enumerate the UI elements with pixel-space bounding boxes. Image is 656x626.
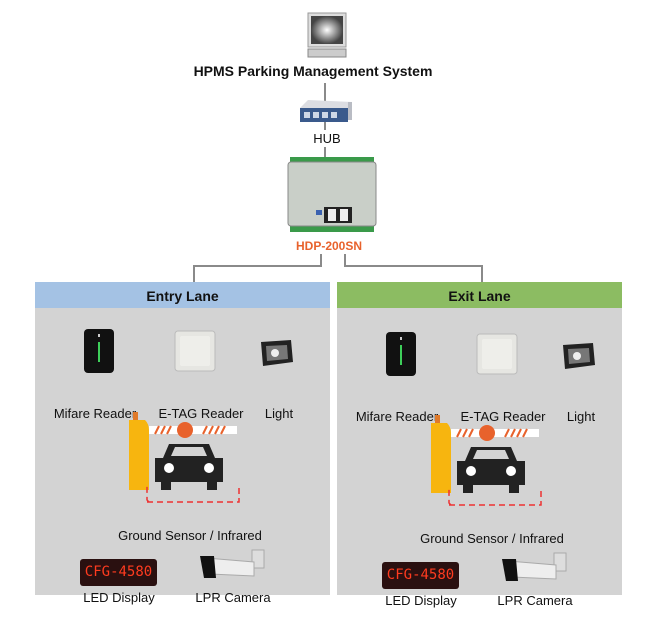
system-title: HPMS Parking Management System (193, 63, 433, 79)
etag-reader-label: E-TAG Reader (158, 406, 244, 421)
led-display-label: LED Display (385, 593, 457, 608)
mifare-reader-icon (84, 329, 114, 373)
barrier-gate-icon (129, 412, 240, 503)
car-icon (155, 444, 223, 490)
lpr-camera-icon (502, 552, 567, 581)
lane-body: Mifare Reader E-TAG Reader Light Ground … (35, 308, 330, 605)
connector-line (320, 254, 322, 266)
connector-line (324, 147, 326, 157)
etag-reader-label: E-TAG Reader (460, 409, 546, 424)
hub-label: HUB (313, 131, 341, 146)
controller-board-icon (287, 157, 377, 232)
connector-line (481, 265, 483, 282)
lane-title: Entry Lane (35, 282, 330, 308)
connector-line (344, 265, 483, 267)
connector-line (344, 254, 346, 266)
connector-line (193, 265, 322, 267)
light-label: Light (566, 409, 596, 424)
ground-sensor-label: Ground Sensor / Infrared (420, 531, 564, 546)
lpr-camera-label: LPR Camera (195, 590, 271, 605)
etag-reader-icon (476, 333, 518, 375)
lpr-camera-icon (200, 549, 265, 578)
monitor-icon (307, 12, 347, 58)
light-label: Light (264, 406, 294, 421)
mifare-reader-label: Mifare Reader (355, 409, 439, 424)
exit-lane-panel: Exit Lane Mifare Reader E-TAG Reader Lig… (337, 282, 622, 608)
led-display-label: LED Display (83, 590, 155, 605)
connector-line (324, 122, 326, 130)
led-display-icon: CFG-4580 (382, 562, 459, 589)
etag-reader-icon (174, 330, 216, 372)
led-display-icon: CFG-4580 (80, 559, 157, 586)
controller-label: HDP-200SN (295, 239, 363, 253)
mifare-reader-icon (386, 332, 416, 376)
connector-line (324, 83, 326, 103)
flood-light-icon (261, 340, 293, 366)
entry-lane-panel: Entry Lane Mifare Reader E-TAG Reader Li… (35, 282, 330, 605)
mifare-reader-label: Mifare Reader (53, 406, 137, 421)
lane-title: Exit Lane (337, 282, 622, 308)
ground-sensor-label: Ground Sensor / Infrared (118, 528, 262, 543)
car-icon (457, 447, 525, 493)
lpr-camera-label: LPR Camera (497, 593, 573, 608)
connector-line (193, 265, 195, 282)
flood-light-icon (563, 343, 595, 369)
lane-body: Mifare Reader E-TAG Reader Light Ground … (337, 311, 622, 608)
hub-icon (300, 100, 352, 122)
barrier-gate-icon (431, 415, 542, 506)
